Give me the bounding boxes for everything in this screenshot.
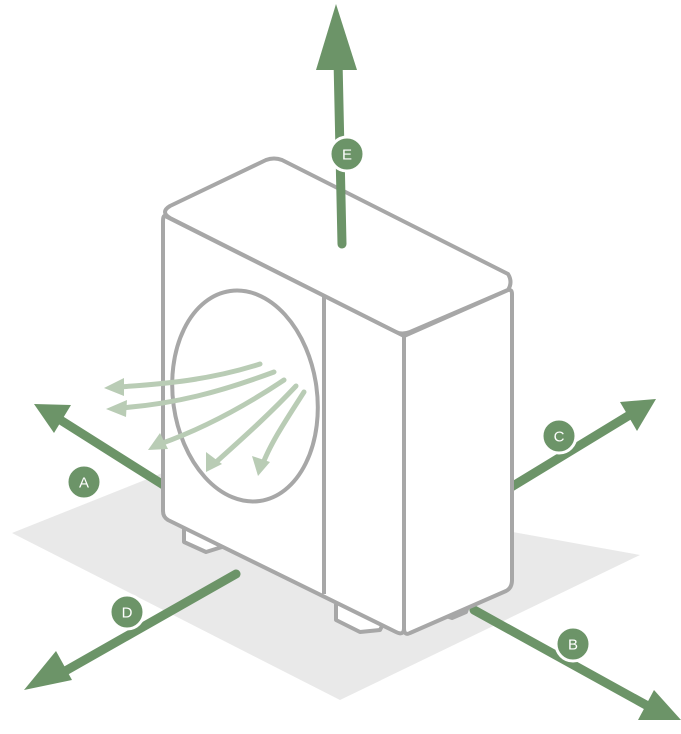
fan-grille	[170, 288, 320, 504]
label-a: A	[79, 475, 89, 492]
unit-right-face	[402, 287, 514, 636]
fan-airflow-arrowheads	[104, 378, 270, 476]
label-badge-d: D	[108, 593, 146, 631]
label-e: E	[342, 147, 352, 164]
label-badge-b: B	[554, 625, 592, 663]
fan-airflow-arrows	[115, 361, 307, 469]
label-badge-c: C	[540, 417, 578, 455]
label-c: C	[554, 429, 565, 446]
arrow-b	[469, 605, 681, 720]
label-d: D	[122, 605, 133, 622]
label-badge-a: A	[65, 463, 103, 501]
label-badge-e: E	[328, 135, 366, 173]
arrow-d	[24, 569, 241, 690]
label-b: B	[568, 637, 578, 654]
arrow-a	[34, 404, 170, 491]
arrow-c	[503, 399, 656, 494]
